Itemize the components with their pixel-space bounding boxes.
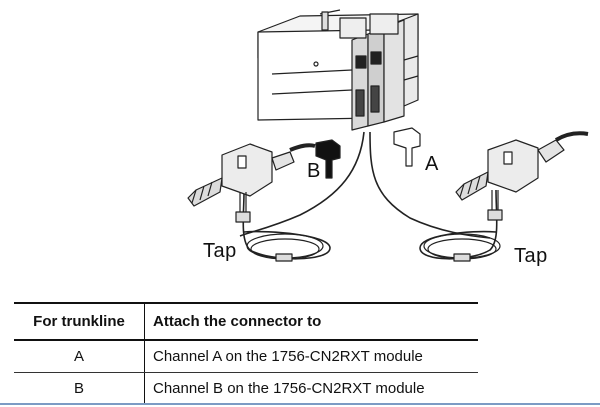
attach-to-cell: Channel B on the 1756-CN2RXT module bbox=[144, 372, 478, 405]
network-tap-illustration bbox=[187, 9, 589, 262]
tap-label-left: Tap bbox=[203, 240, 237, 262]
table-row: B Channel B on the 1756-CN2RXT module bbox=[14, 372, 478, 405]
header-for-trunkline: For trunkline bbox=[14, 303, 145, 340]
tap-label-right: Tap bbox=[514, 245, 548, 267]
connector-a bbox=[393, 127, 421, 167]
trunkline-cell: A bbox=[14, 340, 145, 373]
attach-to-cell: Channel A on the 1756-CN2RXT module bbox=[144, 340, 478, 373]
left-cable-coil bbox=[246, 233, 324, 262]
connector-a-label: A bbox=[425, 153, 439, 175]
controllogix-chassis bbox=[257, 9, 419, 131]
connector-b-label: B bbox=[307, 160, 321, 182]
header-attach-connector: Attach the connector to bbox=[153, 312, 322, 330]
bottom-divider bbox=[0, 403, 600, 405]
table-row: A Channel A on the 1756-CN2RXT module bbox=[14, 340, 478, 373]
right-tap bbox=[455, 131, 589, 221]
right-cable-coil bbox=[423, 233, 501, 262]
left-tap bbox=[187, 143, 316, 223]
connector-b bbox=[315, 139, 341, 179]
trunkline-table: For trunkline Attach the connector to A … bbox=[14, 302, 478, 405]
trunkline-cell: B bbox=[14, 372, 145, 405]
table-header-row: For trunkline Attach the connector to bbox=[14, 303, 478, 340]
